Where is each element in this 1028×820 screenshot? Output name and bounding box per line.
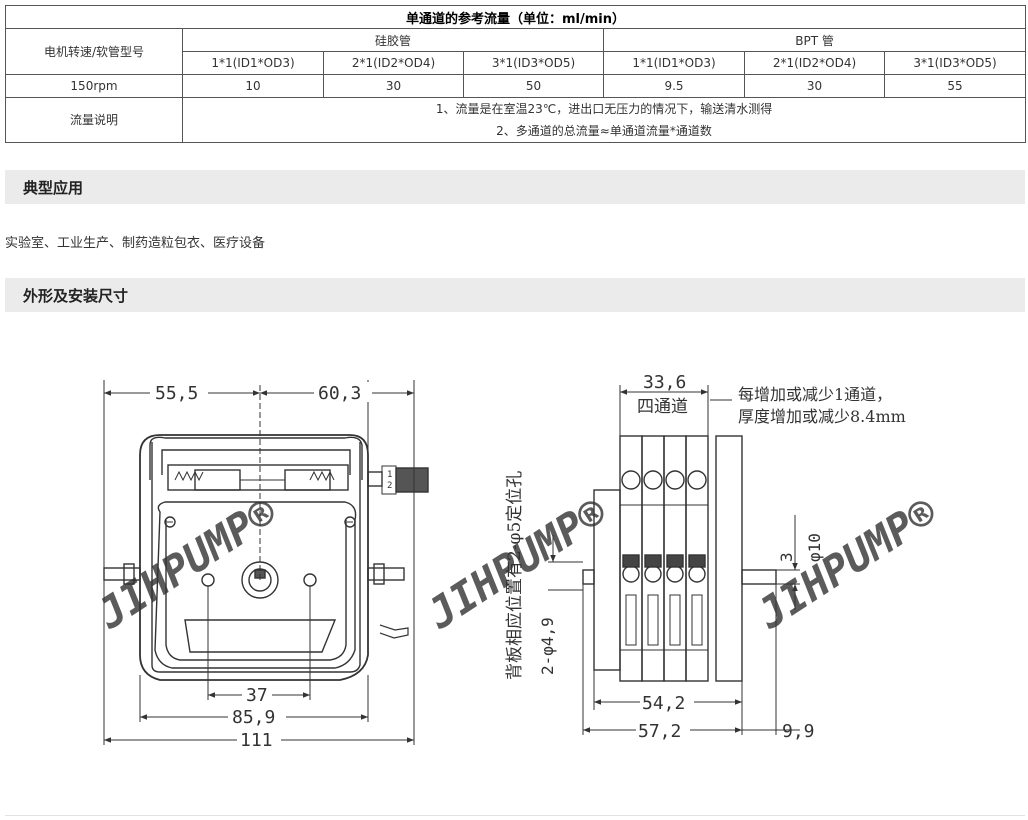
note-cell: 1、流量是在室温23℃，进出口无压力的情况下，输送清水测得 2、多通道的总流量≈… [181, 97, 1027, 143]
applications-title: 典型应用 [23, 179, 84, 197]
flow-value-cell: 9.5 [603, 74, 745, 98]
tube-size-cell: 3*1(ID3*OD5) [883, 51, 1027, 75]
dim-label: 54,2 [642, 693, 685, 714]
note-line-2: 2、多通道的总流量≈单通道流量*通道数 [496, 124, 712, 138]
dim-label: 111 [240, 730, 273, 751]
speed-cell: 150rpm [5, 74, 183, 98]
dimensions-title: 外形及安装尺寸 [23, 287, 129, 305]
dim-label: 33,6 [643, 372, 686, 393]
dim-label: 60,3 [318, 383, 361, 404]
side-dimension-labels: 33,6 四通道 每增加或减少1通道， 厚度增加或减少8.4mm 背板相应位置有… [505, 372, 906, 742]
bottom-divider [5, 815, 1025, 816]
dim-label: 37 [246, 685, 268, 706]
tube-size-cell: 2*1(ID2*OD4) [744, 51, 885, 75]
note-line-1: 每增加或减少1通道， [738, 385, 892, 404]
flow-value-cell: 50 [463, 74, 604, 98]
tube-size-cell: 2*1(ID2*OD4) [323, 51, 464, 75]
row-header-cell: 电机转速/软管型号 [5, 28, 183, 75]
flow-value-cell: 30 [744, 74, 885, 98]
pump-front-view [103, 434, 429, 681]
dim-label: 55,5 [155, 383, 198, 404]
applications-text: 实验室、工业生产、制药造粒包衣、医疗设备 [5, 236, 266, 251]
dim-label: 57,2 [638, 721, 681, 742]
dim-label: 9,9 [782, 721, 815, 742]
note-line-2: 厚度增加或减少8.4mm [738, 407, 906, 426]
knob-label-2: 2 [387, 481, 392, 491]
hole-spec-label: 2-φ4,9 [538, 617, 557, 675]
note-line-1: 1、流量是在室温23℃，进出口无压力的情况下，输送清水测得 [435, 102, 773, 116]
shaft-dia-label: φ10 [805, 533, 824, 562]
group-bpt-tube: BPT 管 [602, 28, 1027, 52]
group-silicone-tube: 硅胶管 [182, 28, 604, 52]
front-dimension-labels: 55,5 60,3 37 85,9 111 [150, 382, 372, 751]
table-title: 单通道的参考流量（单位：ml/min） [4, 5, 1027, 29]
dim-label: 85,9 [232, 707, 275, 728]
dimensions-section-header: 外形及安装尺寸 [5, 278, 1025, 312]
note-header-cell: 流量说明 [5, 97, 183, 143]
tube-size-cell: 1*1(ID1*OD3) [182, 51, 324, 75]
tube-size-cell: 1*1(ID1*OD3) [603, 51, 745, 75]
flow-value-cell: 10 [182, 74, 324, 98]
side-dimensions [548, 385, 800, 735]
flow-rate-table: 单通道的参考流量（单位：ml/min） 电机转速/软管型号 硅胶管 BPT 管 … [4, 5, 1027, 143]
tube-size-cell: 3*1(ID3*OD5) [463, 51, 604, 75]
dimension-drawing: JIHPUMP® JIHPUMP® JIHPUMP® [88, 372, 946, 751]
flow-value-cell: 55 [883, 74, 1027, 98]
backplate-note: 背板相应位置有2-φ5定位孔 [505, 471, 525, 680]
channel-count-label: 四通道 [637, 397, 688, 417]
shaft-small-label: 3 [777, 552, 796, 562]
pump-side-view [582, 435, 777, 682]
knob-label-1: 1 [387, 470, 392, 480]
flow-value-cell: 30 [323, 74, 464, 98]
applications-section-header: 典型应用 [5, 170, 1025, 204]
